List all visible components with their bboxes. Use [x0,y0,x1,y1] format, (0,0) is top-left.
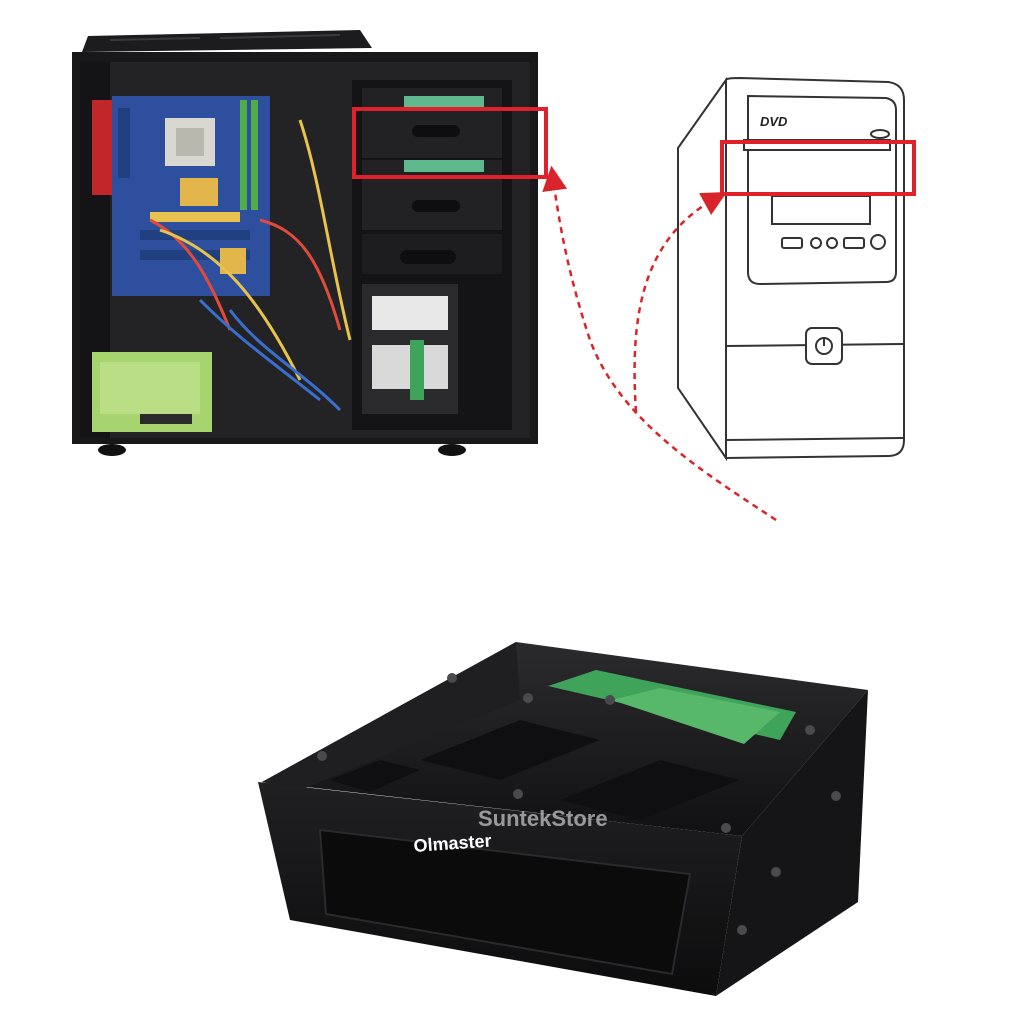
store-watermark: SuntekStore [478,806,608,831]
drive-bay-highlight-box [352,107,548,179]
rear-fan [92,100,112,195]
tower-bay-highlight-box [720,140,916,196]
connector-arrow-right [633,191,727,413]
dvd-drive-label: DVD [760,114,788,129]
adapter-side-wall [716,690,868,996]
tower-side [677,76,727,462]
drive-bay-adapter-photo [258,642,868,996]
tower-front [725,76,905,460]
pc-tower-line-drawing [677,76,905,462]
open-pc-case-photo [72,30,548,456]
case-top-vent [82,30,372,52]
